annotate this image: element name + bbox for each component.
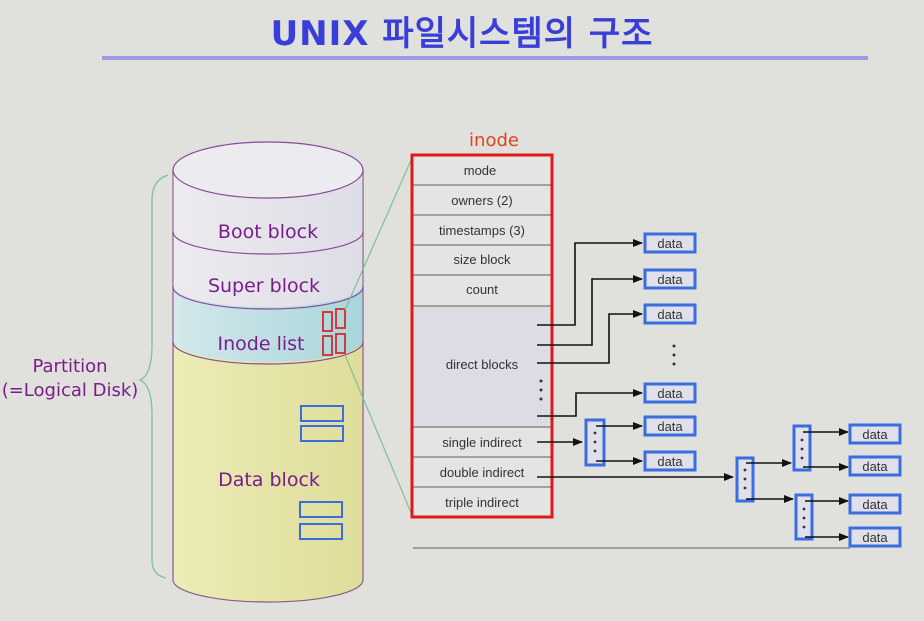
- data-box-label: data: [862, 459, 888, 474]
- inode-field-size-block: size block: [453, 252, 511, 267]
- inode-field-double-indirect: double indirect: [440, 465, 525, 480]
- inode-list-icons: [322, 308, 346, 356]
- boot-super-divider: [172, 231, 364, 255]
- page-title: UNIX 파일시스템의 구조: [270, 14, 654, 54]
- data-box-label: data: [862, 427, 888, 442]
- data-box: data: [643, 232, 697, 254]
- inode-field-triple-indirect: triple indirect: [445, 495, 519, 510]
- data-block-label: Data block: [218, 469, 320, 491]
- data-box: data: [643, 268, 697, 290]
- data-ellipsis: [672, 344, 676, 366]
- partition-brace: [138, 174, 169, 579]
- double-indirect-child-2: [794, 493, 814, 541]
- inode-field-count: count: [466, 282, 498, 297]
- double-indirect-pointers: [746, 428, 849, 541]
- zoom-line-bottom: [344, 354, 413, 516]
- inode-field-owners: owners (2): [451, 193, 512, 208]
- partition-label: Partition: [32, 356, 107, 377]
- data-box: data: [848, 493, 902, 515]
- inode-table: [410, 153, 554, 519]
- data-box-label: data: [657, 419, 683, 434]
- inode-field-single-indirect: single indirect: [442, 435, 522, 450]
- data-box-label: data: [862, 497, 888, 512]
- inode-list-label: Inode list: [218, 333, 305, 355]
- data-box: data: [848, 526, 902, 548]
- data-box-label: data: [657, 236, 683, 251]
- super-block-label: Super block: [208, 275, 320, 297]
- data-box-label: data: [657, 272, 683, 287]
- zoom-line-top: [344, 157, 413, 311]
- data-box: data: [848, 423, 902, 445]
- partition-sublabel: (=Logical Disk): [2, 380, 139, 401]
- partition-cylinder: [172, 141, 364, 603]
- super-inode-divider: [172, 286, 364, 310]
- direct-blocks-ellipsis: [539, 379, 543, 401]
- double-indirect-block: [735, 456, 755, 503]
- single-indirect-block: [584, 418, 606, 467]
- boot-block-label: Boot block: [218, 221, 318, 243]
- inode-data-divider: [172, 341, 364, 365]
- data-block-icons: [299, 405, 344, 540]
- inode-field-timestamps: timestamps (3): [439, 223, 525, 238]
- single-indirect-pointers: [596, 422, 643, 465]
- data-box: data: [848, 455, 902, 477]
- data-box: data: [643, 450, 697, 472]
- data-box-label: data: [657, 454, 683, 469]
- inode-title: inode: [469, 130, 519, 151]
- data-box-label: data: [862, 530, 888, 545]
- inode-field-mode: mode: [464, 163, 497, 178]
- double-indirect-child-1: [792, 424, 812, 472]
- data-boxes: data data data data data data data data data data: [643, 232, 902, 548]
- data-box: data: [643, 303, 697, 325]
- inode-field-direct-blocks: direct blocks: [446, 357, 519, 372]
- data-box-label: data: [657, 386, 683, 401]
- direct-pointers: [537, 239, 734, 481]
- data-box: data: [643, 382, 697, 404]
- data-box: data: [643, 415, 697, 437]
- cylinder-top: [172, 141, 364, 199]
- data-box-label: data: [657, 307, 683, 322]
